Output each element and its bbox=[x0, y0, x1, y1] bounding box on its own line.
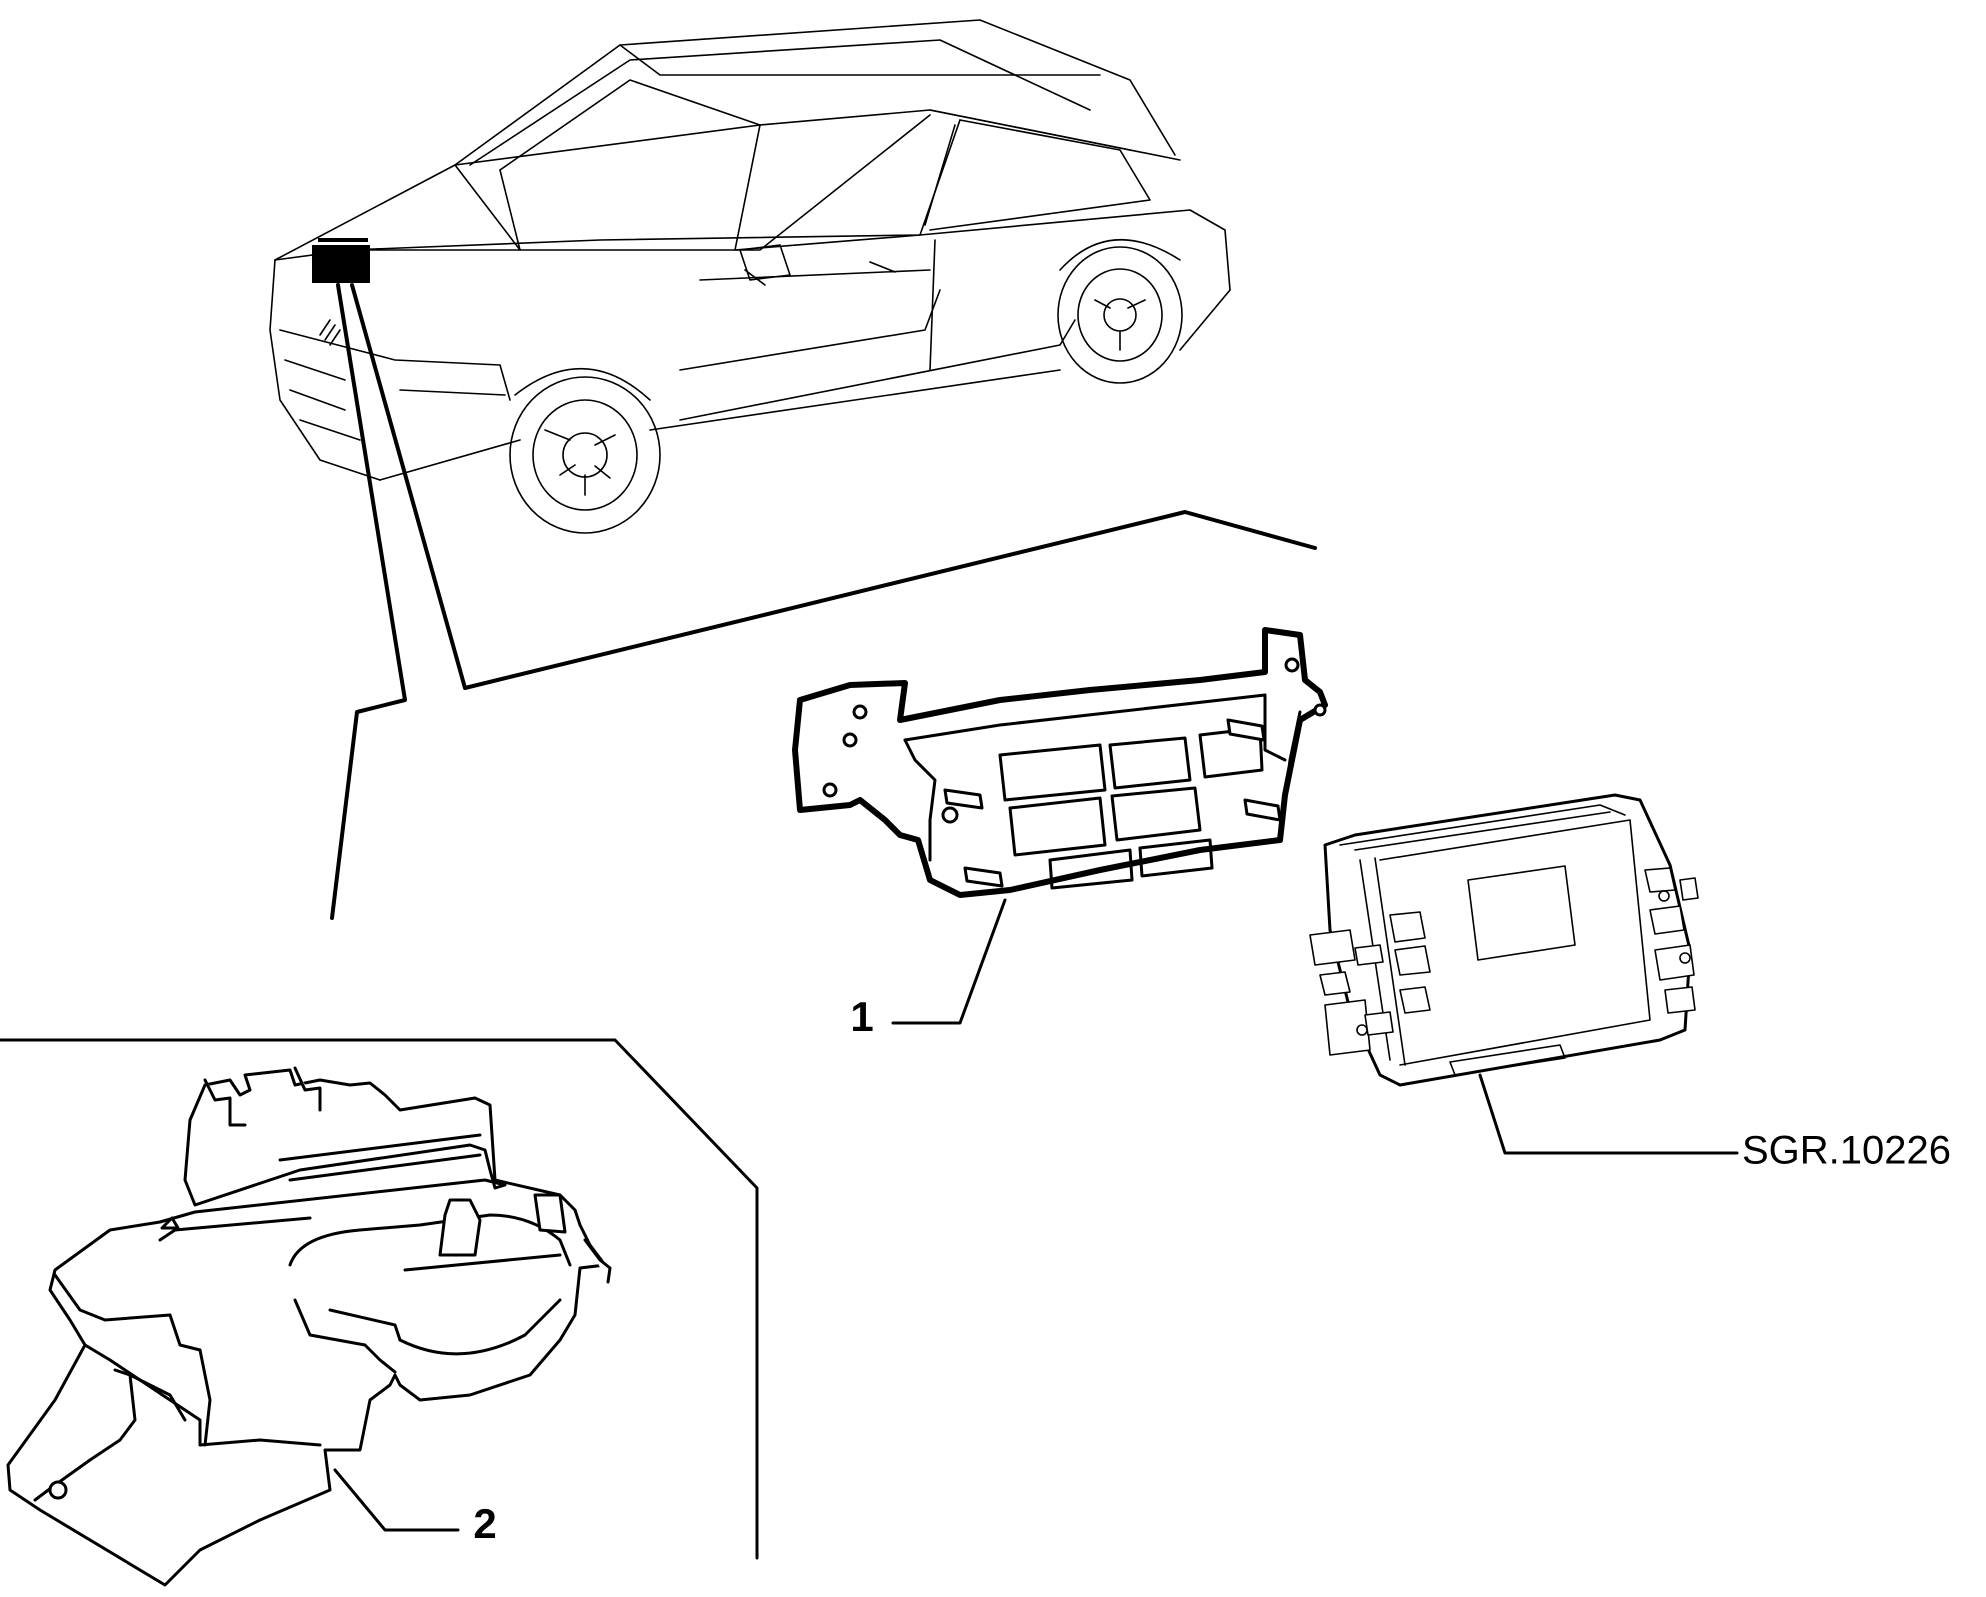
inset-detail-frame bbox=[0, 1038, 759, 1560]
module-location-marker bbox=[312, 238, 370, 283]
part-2-leader bbox=[333, 1468, 460, 1532]
location-leader-lines bbox=[330, 283, 1317, 920]
drawing-reference-label: SGR.10226 bbox=[1742, 1129, 1951, 1173]
part-1-leader bbox=[891, 898, 1007, 1025]
bracket-studs bbox=[943, 718, 1282, 888]
ecu-module bbox=[1309, 793, 1699, 1087]
part-2-label: 2 bbox=[473, 1500, 496, 1547]
part-1-label: 1 bbox=[850, 993, 873, 1040]
mounting-bracket bbox=[792, 627, 1328, 898]
drawing-ref-leader bbox=[1478, 1073, 1739, 1155]
car-illustration bbox=[269, 19, 1231, 534]
module-cover bbox=[6, 1066, 612, 1587]
